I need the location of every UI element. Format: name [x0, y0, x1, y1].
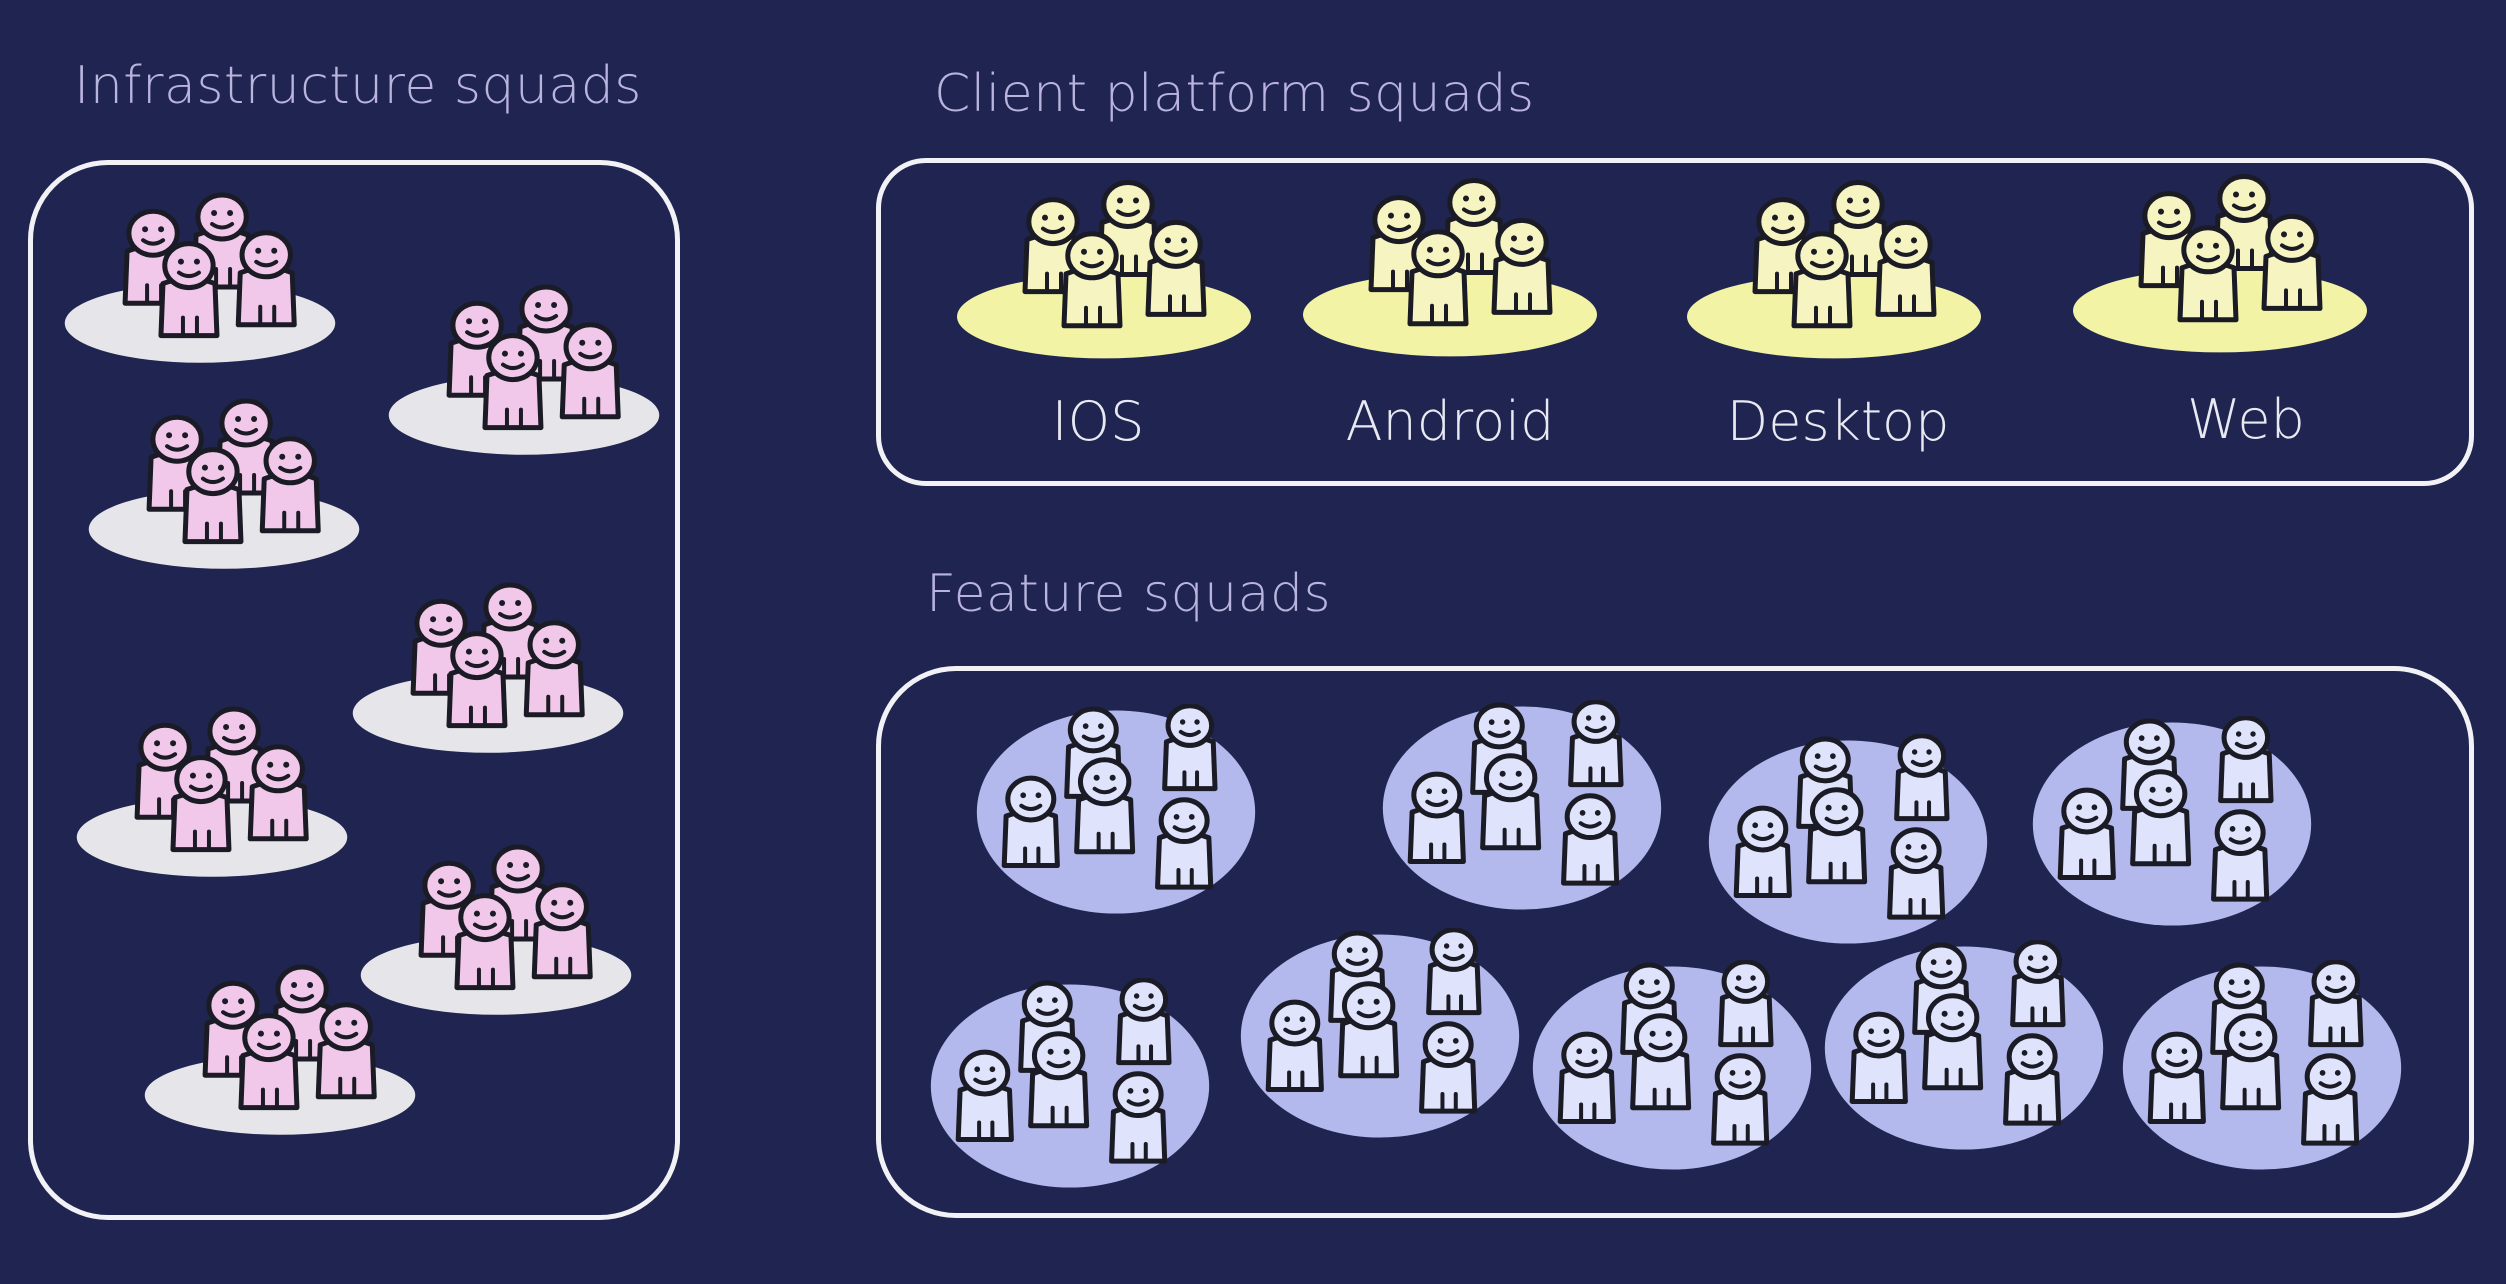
feature-squad — [2030, 715, 2314, 936]
feature-squad — [1530, 959, 1814, 1180]
client-platform-squads-box — [876, 158, 2474, 486]
people-group-icon — [930, 977, 1210, 1188]
infrastructure-squad — [62, 190, 338, 374]
infrastructure-squads-box — [28, 160, 680, 1220]
people-group-icon — [360, 844, 632, 1015]
feature-squads-box — [876, 666, 2474, 1218]
feature-section-title: Feature squads — [926, 564, 1332, 624]
client-platform-squad — [1300, 174, 1600, 368]
people-group-icon — [1240, 927, 1520, 1138]
platform-label-android: Android — [1345, 390, 1555, 453]
people-group-icon — [1532, 959, 1812, 1170]
people-group-icon — [352, 582, 624, 753]
feature-squad — [1706, 733, 1990, 954]
client-platform-squad — [2070, 170, 2370, 364]
feature-squad — [928, 977, 1212, 1198]
infrastructure-section-title: Infrastructure squads — [74, 56, 642, 116]
people-group-icon — [2032, 715, 2312, 926]
client-platform-squad — [954, 176, 1254, 370]
feature-squad — [1238, 927, 1522, 1148]
people-group-icon — [388, 284, 660, 455]
platform-label-ios: IOS — [1051, 390, 1145, 453]
people-group-icon — [1382, 699, 1662, 910]
client-platform-section-title: Client platform squads — [934, 64, 1535, 124]
people-group-icon — [957, 180, 1251, 359]
people-group-icon — [2122, 959, 2402, 1170]
people-group-icon — [976, 703, 1256, 914]
infrastructure-squad — [386, 282, 662, 466]
feature-squad — [1822, 939, 2106, 1160]
people-group-icon — [1708, 733, 1988, 944]
people-group-icon — [76, 706, 348, 877]
feature-squad — [974, 703, 1258, 924]
platform-label-web: Web — [2187, 388, 2305, 451]
people-group-icon — [64, 192, 336, 363]
platform-label-desktop: Desktop — [1726, 390, 1950, 453]
infrastructure-squad — [358, 842, 634, 1026]
people-group-icon — [88, 398, 360, 569]
infrastructure-squad — [350, 580, 626, 764]
people-group-icon — [144, 964, 416, 1135]
people-group-icon — [1303, 178, 1597, 357]
people-group-icon — [2073, 174, 2367, 353]
feature-squad — [1380, 699, 1664, 920]
infrastructure-squad — [142, 962, 418, 1146]
people-group-icon — [1687, 180, 1981, 359]
client-platform-squad — [1684, 176, 1984, 370]
feature-squad — [2120, 959, 2404, 1180]
infrastructure-squad — [74, 704, 350, 888]
infrastructure-squad — [86, 396, 362, 580]
people-group-icon — [1824, 939, 2104, 1150]
